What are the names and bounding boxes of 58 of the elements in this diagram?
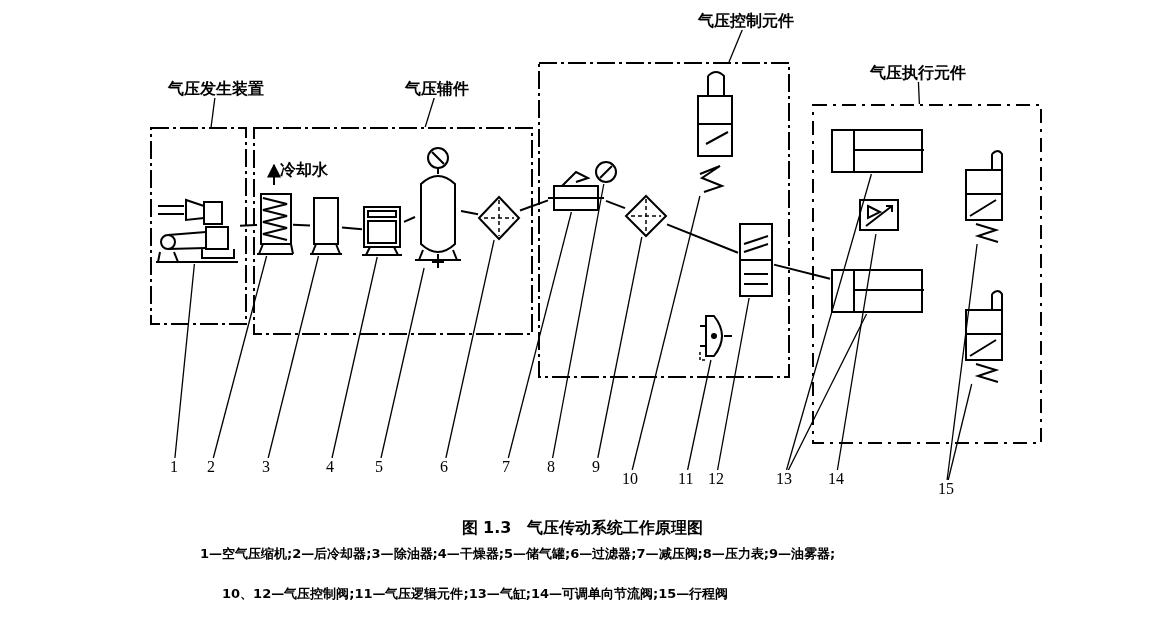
travel-valve-symbol	[962, 292, 1004, 384]
pipe-line	[341, 226, 363, 231]
cylinder-symbol	[830, 128, 926, 174]
pressure-reducing-valve-symbol	[548, 168, 606, 212]
throttle-valve-symbol	[856, 196, 902, 234]
leader-line	[174, 263, 196, 459]
filter-drawing	[478, 196, 520, 240]
heading-label: 气压控制元件	[698, 12, 794, 30]
leader-line	[946, 243, 978, 481]
dash-dot-frame	[150, 127, 247, 325]
leader-line	[445, 239, 495, 459]
leader-line	[267, 255, 320, 459]
leader-line	[686, 359, 712, 471]
flow-label: 冷却水	[280, 160, 328, 181]
dash-dot-frame	[538, 62, 790, 378]
pipe-line	[666, 223, 739, 254]
pressure-gauge-icon	[594, 160, 618, 184]
pipe-line	[403, 216, 416, 223]
leader-line	[728, 28, 744, 63]
logic-element-symbol	[700, 312, 732, 360]
leader-line	[631, 195, 701, 471]
leader-line	[212, 255, 268, 459]
cylinder-symbol	[830, 268, 926, 314]
dash-dot-frame	[253, 127, 533, 335]
air-tank-drawing	[415, 146, 461, 268]
leader-line	[716, 297, 750, 471]
heading-label: 气压执行元件	[870, 64, 966, 82]
dryer-drawing	[362, 205, 404, 257]
lubricator-symbol	[625, 195, 667, 237]
travel-valve-symbol	[962, 152, 1004, 244]
leader-line	[331, 256, 378, 459]
leader-line	[551, 183, 605, 459]
aftercooler-drawing	[257, 192, 293, 256]
pipe-line	[239, 223, 258, 227]
leader-line	[424, 96, 435, 128]
leader-line	[597, 236, 643, 459]
legend-text: 10、12—气压控制阀;11—气压逻辑元件;13—气缸;14—可调单向节流阀;15—行程阀	[222, 585, 729, 603]
heading-label: 气压辅件	[405, 80, 469, 98]
leader-line	[787, 313, 868, 471]
pipe-line	[773, 263, 831, 280]
leader-line	[836, 233, 877, 471]
dashed-frame	[812, 104, 1042, 444]
leader-line	[507, 211, 573, 459]
pipe-line	[605, 199, 626, 210]
pipe-line	[292, 223, 311, 227]
pipe-line	[519, 199, 549, 212]
control-valve-symbol	[738, 222, 774, 298]
figure-caption: 图 1.3 气压传动系统工作原理图	[460, 518, 705, 539]
oil-separator-drawing	[310, 196, 342, 256]
pipe-line	[460, 210, 479, 216]
leader-line	[785, 173, 873, 471]
leader-line	[947, 383, 973, 481]
heading-label: 气压发生装置	[168, 80, 264, 98]
legend-text: 1—空气压缩机;2—后冷却器;3—除油器;4—干燥器;5—储气罐;6—过滤器;7—减压阀;8—压力表;9—油雾器;	[200, 545, 836, 563]
control-valve-symbol	[694, 74, 736, 196]
leader-line	[380, 267, 425, 459]
leader-line	[210, 96, 216, 128]
leader-line	[917, 80, 921, 105]
